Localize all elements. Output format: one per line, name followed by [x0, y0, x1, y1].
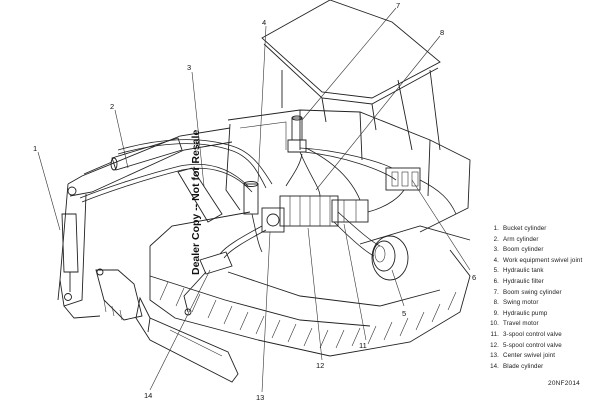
legend-label: Center swivel joint: [503, 352, 556, 360]
dozer-blade: [135, 296, 239, 383]
legend-item: 5. Hydraulic tank: [488, 266, 596, 277]
control-valves: [261, 195, 369, 233]
legend-item: 8. Swing motor: [488, 298, 596, 309]
callout-labels: 1 2 3 4 7 8 6 5 11 12 13 14: [33, 1, 476, 402]
legend-item: 4. Work equipment swivel joint: [488, 256, 596, 267]
legend-item: 1. Bucket cylinder: [488, 224, 596, 235]
legend-item: 13. Center swivel joint: [488, 351, 596, 362]
watermark: Dealer Copy -- Not for Resale: [190, 130, 202, 275]
callout-3: 3: [187, 63, 191, 72]
legend-number: 7.: [493, 288, 499, 296]
callout-5: 5: [402, 309, 406, 318]
legend-label: 3-spool control valve: [503, 330, 562, 338]
parts-legend: 1. Bucket cylinder 2. Arm cylinder 3. Boom cy…: [488, 224, 596, 372]
canopy: [261, 0, 441, 151]
cylinders: [61, 137, 233, 316]
legend-item: 11. 3-spool control valve: [488, 330, 596, 341]
legend-number: 10.: [490, 320, 499, 328]
travel-motor: [371, 235, 409, 281]
upper-structure: [225, 109, 471, 233]
callout-7: 7: [396, 1, 400, 10]
legend-item: 2. Arm cylinder: [488, 235, 596, 246]
legend-number: 8.: [493, 299, 499, 307]
callout-2: 2: [110, 102, 114, 111]
legend-label: Bucket cylinder: [503, 225, 547, 232]
legend-label: Hydraulic filter: [503, 277, 544, 285]
legend-number: 12.: [490, 341, 499, 349]
callout-12: 12: [316, 361, 324, 370]
legend-label: Swing motor: [503, 299, 539, 307]
legend-number: 11.: [490, 330, 499, 338]
legend-label: Hydraulic pump: [503, 309, 548, 317]
hydraulic-hoses: [79, 139, 457, 259]
legend-label: 5-spool control valve: [503, 341, 562, 349]
callout-14: 14: [144, 391, 152, 400]
legend-number: 2.: [493, 235, 499, 243]
leader-lines: [37, 7, 471, 393]
callout-1: 1: [33, 144, 37, 153]
legend-label: Arm cylinder: [503, 235, 539, 243]
legend-number: 4.: [493, 256, 499, 264]
legend-label: Travel motor: [503, 320, 539, 328]
crawler-tracks: [149, 211, 471, 357]
legend-label: Work equipment swivel joint: [503, 256, 583, 264]
boom-arm-assembly: [57, 127, 233, 321]
legend-label: Hydraulic tank: [503, 267, 544, 275]
legend-number: 5.: [493, 267, 499, 275]
legend-number: 1.: [493, 225, 499, 232]
legend-label: Boom cylinder: [503, 246, 544, 254]
legend-item: 3. Boom cylinder: [488, 245, 596, 256]
legend-number: 3.: [493, 246, 499, 254]
legend-item: 14. Blade cylinder: [488, 362, 596, 373]
callout-6: 6: [472, 273, 476, 282]
legend-number: 6.: [493, 277, 499, 285]
legend-item: 7. Boom swing cylinder: [488, 288, 596, 299]
legend-number: 14.: [490, 362, 499, 370]
legend-label: Blade cylinder: [503, 362, 544, 370]
callout-4: 4: [262, 18, 266, 27]
legend-item: 6. Hydraulic filter: [488, 277, 596, 288]
callout-11: 11: [359, 341, 367, 350]
tank-and-filter: [243, 115, 421, 215]
legend-number: 9.: [493, 309, 499, 317]
figure-code: 20NF2014: [548, 380, 580, 387]
legend-label: Boom swing cylinder: [503, 288, 562, 296]
callout-8: 8: [440, 28, 444, 37]
legend-number: 13.: [490, 352, 499, 360]
callout-13: 13: [256, 393, 264, 402]
legend-item: 12. 5-spool control valve: [488, 341, 596, 352]
legend-item: 10. Travel motor: [488, 319, 596, 330]
legend-item: 9. Hydraulic pump: [488, 309, 596, 320]
